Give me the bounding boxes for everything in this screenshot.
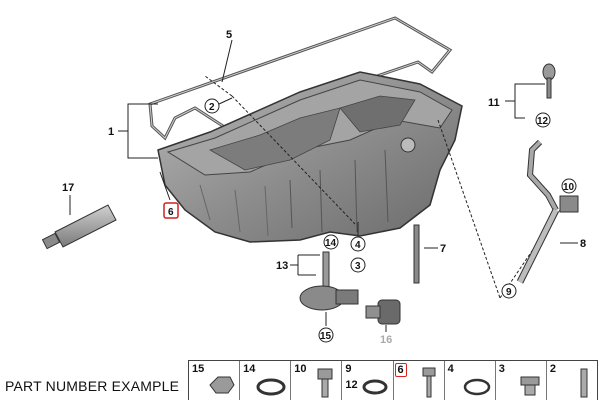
part-cell-6[interactable]: 6 — [394, 361, 445, 400]
callout-2: 2 — [209, 102, 215, 113]
part-number: 10 — [294, 363, 307, 375]
callout-6: 6 — [168, 207, 174, 218]
callout-5: 5 — [226, 29, 232, 41]
drain-plug-icon — [520, 376, 540, 396]
callout-14: 14 — [325, 238, 337, 249]
part-number: 14 — [243, 363, 256, 375]
callout-11: 11 — [488, 97, 500, 109]
screw-icon — [422, 367, 436, 398]
part-number-example-label: PART NUMBER EXAMPLE — [5, 378, 180, 394]
callout-1: 1 — [108, 126, 114, 138]
part-number: 3 — [498, 363, 505, 375]
part-number: 4 — [447, 363, 454, 375]
stud-icon — [580, 368, 588, 398]
part-number: 15 — [192, 363, 205, 375]
connector-plug — [365, 299, 401, 325]
callout-12: 12 — [537, 116, 549, 127]
callout-15: 15 — [320, 331, 332, 342]
part-cell-3[interactable]: 3 — [496, 361, 547, 400]
callout-16: 16 — [380, 334, 392, 346]
callout-4: 4 — [355, 240, 361, 251]
part-cell-4[interactable]: 4 — [445, 361, 496, 400]
parts-strip: 15 14 10 9 12 6 4 3 2 — [188, 360, 598, 400]
part-number-secondary: 12 — [345, 379, 358, 391]
nut-icon — [209, 376, 235, 394]
callout-8: 8 — [580, 238, 586, 250]
gasket-ring-icon — [463, 378, 490, 396]
part-cell-9-12[interactable]: 9 12 — [342, 361, 394, 400]
part-number: 6 — [394, 363, 407, 377]
o-ring-icon — [362, 379, 387, 395]
part-number: 2 — [549, 363, 556, 375]
oil-level-sensor — [299, 285, 359, 311]
callout-10: 10 — [563, 182, 575, 193]
part-cell-2[interactable]: 2 — [547, 361, 597, 400]
sealant-tube — [41, 204, 117, 250]
callout-9: 9 — [506, 287, 512, 298]
callout-17: 17 — [62, 182, 74, 194]
part-cell-15[interactable]: 15 — [189, 361, 241, 400]
callout-3: 3 — [355, 261, 361, 272]
part-cell-10[interactable]: 10 — [291, 361, 343, 400]
callout-7: 7 — [440, 243, 446, 255]
part-cell-14[interactable]: 14 — [240, 361, 292, 400]
dipstick-assembly — [516, 63, 579, 284]
part-number: 9 — [345, 363, 352, 375]
callout-13: 13 — [276, 260, 288, 272]
bolt-icon — [317, 368, 333, 398]
seal-ring-icon — [256, 378, 286, 396]
